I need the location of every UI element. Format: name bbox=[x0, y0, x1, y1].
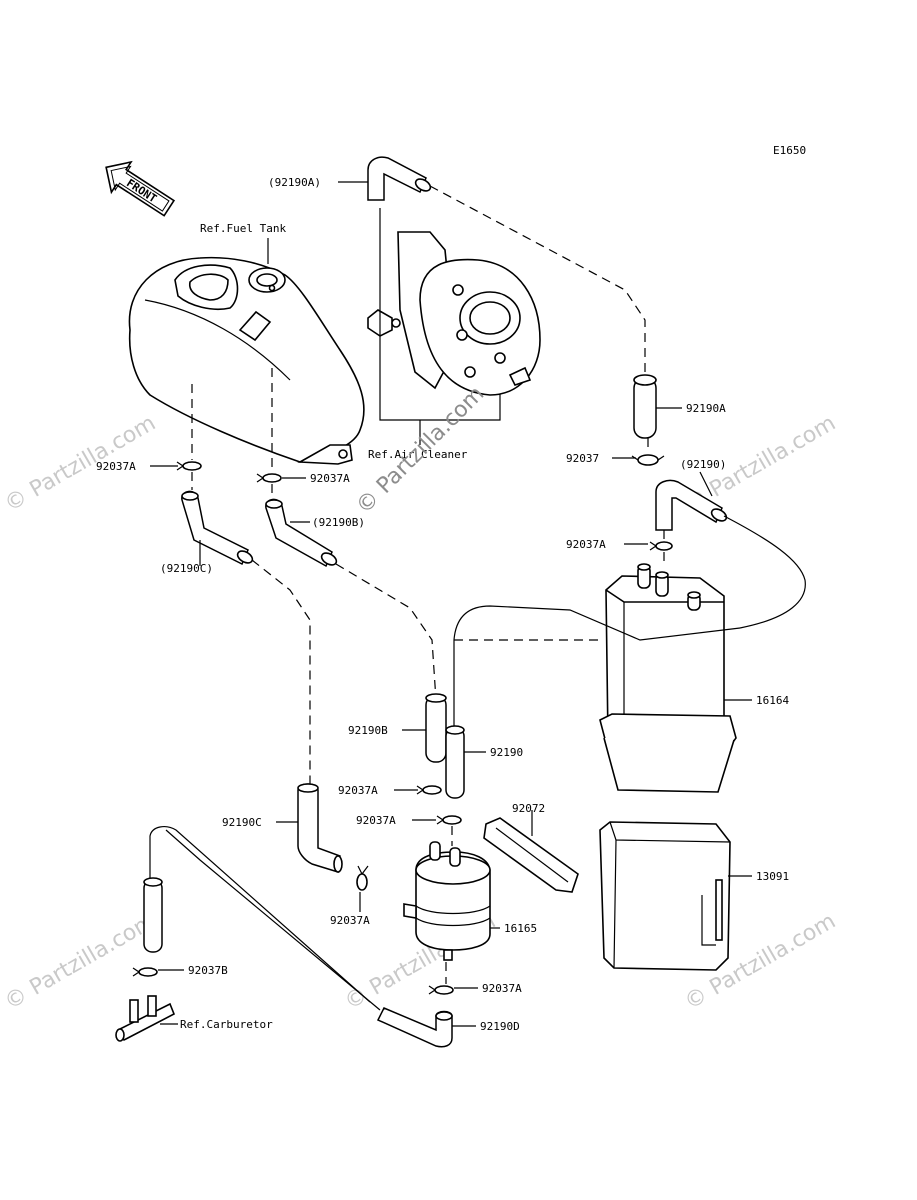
label-92190a-right: 92190A bbox=[686, 402, 726, 415]
hose-92190-elbow bbox=[655, 479, 728, 531]
fuel-tank-illustration bbox=[128, 256, 365, 465]
carburetor-tee-fitting-icon bbox=[115, 995, 176, 1042]
label-92037a-mid: 92037A bbox=[338, 784, 378, 797]
fuel-filter-16165 bbox=[403, 841, 491, 961]
ref-carburetor-label: Ref.Carburetor bbox=[180, 1018, 273, 1031]
label-92190c-paren: (92190C) bbox=[160, 562, 213, 575]
label-92190-paren: (92190) bbox=[680, 458, 726, 471]
label-92037b: 92037B bbox=[188, 964, 228, 977]
watermark-left-mid: © Partzilla.com bbox=[1, 411, 161, 518]
clamp-92037a-tank-right bbox=[256, 473, 282, 483]
label-92037a-canister: 92037A bbox=[566, 538, 606, 551]
hose-carburetor-vertical bbox=[143, 877, 163, 953]
clamp-92037b bbox=[132, 967, 158, 977]
label-92037a-tank-left: 92037A bbox=[96, 460, 136, 473]
bracket-13091 bbox=[599, 821, 731, 971]
label-16165: 16165 bbox=[504, 922, 537, 935]
strap-92072 bbox=[483, 817, 579, 893]
hose-92190d bbox=[376, 1007, 453, 1048]
diagram-code: E1650 bbox=[773, 144, 806, 157]
label-92037a-filter-top: 92037A bbox=[356, 814, 396, 827]
label-92037a-tank-right: 92037A bbox=[310, 472, 350, 485]
label-92190c: 92190C bbox=[222, 816, 262, 829]
air-cleaner-illustration bbox=[367, 231, 541, 396]
label-92190b: 92190B bbox=[348, 724, 388, 737]
clamp-92037a-tank-left bbox=[176, 461, 202, 471]
hose-92190c-upper bbox=[181, 490, 254, 566]
hose-92190a bbox=[633, 374, 657, 439]
hose-92190 bbox=[445, 725, 465, 799]
ref-fuel-tank-label: Ref.Fuel Tank bbox=[200, 222, 286, 235]
clamp-92037a-filter-bottom bbox=[428, 985, 454, 995]
canister-16164 bbox=[599, 563, 737, 793]
clamp-92037a-mid bbox=[416, 785, 442, 795]
front-arrow-icon: FRONT bbox=[105, 160, 176, 217]
clamp-92037a-filter-left bbox=[356, 865, 369, 891]
label-92037-right: 92037 bbox=[566, 452, 599, 465]
clamp-92037 bbox=[631, 454, 665, 466]
label-92190: 92190 bbox=[490, 746, 523, 759]
clamp-92037a-filter-top bbox=[436, 815, 462, 825]
hose-92190a-elbow bbox=[367, 156, 432, 201]
label-92190d: 92190D bbox=[480, 1020, 520, 1033]
ref-air-cleaner-label: Ref.Air Cleaner bbox=[368, 448, 468, 461]
label-16164: 16164 bbox=[756, 694, 789, 707]
hose-92190c bbox=[297, 783, 343, 873]
label-92037a-filter-left: 92037A bbox=[330, 914, 370, 927]
label-92190b-paren: (92190B) bbox=[312, 516, 365, 529]
clamp-92037a-canister bbox=[649, 541, 673, 551]
hose-92190b bbox=[425, 693, 447, 763]
hose-92190b-upper bbox=[265, 498, 338, 568]
label-92037a-filter-bottom: 92037A bbox=[482, 982, 522, 995]
label-92072: 92072 bbox=[512, 802, 545, 815]
label-13091: 13091 bbox=[756, 870, 789, 883]
label-92190a-top: (92190A) bbox=[268, 176, 321, 189]
